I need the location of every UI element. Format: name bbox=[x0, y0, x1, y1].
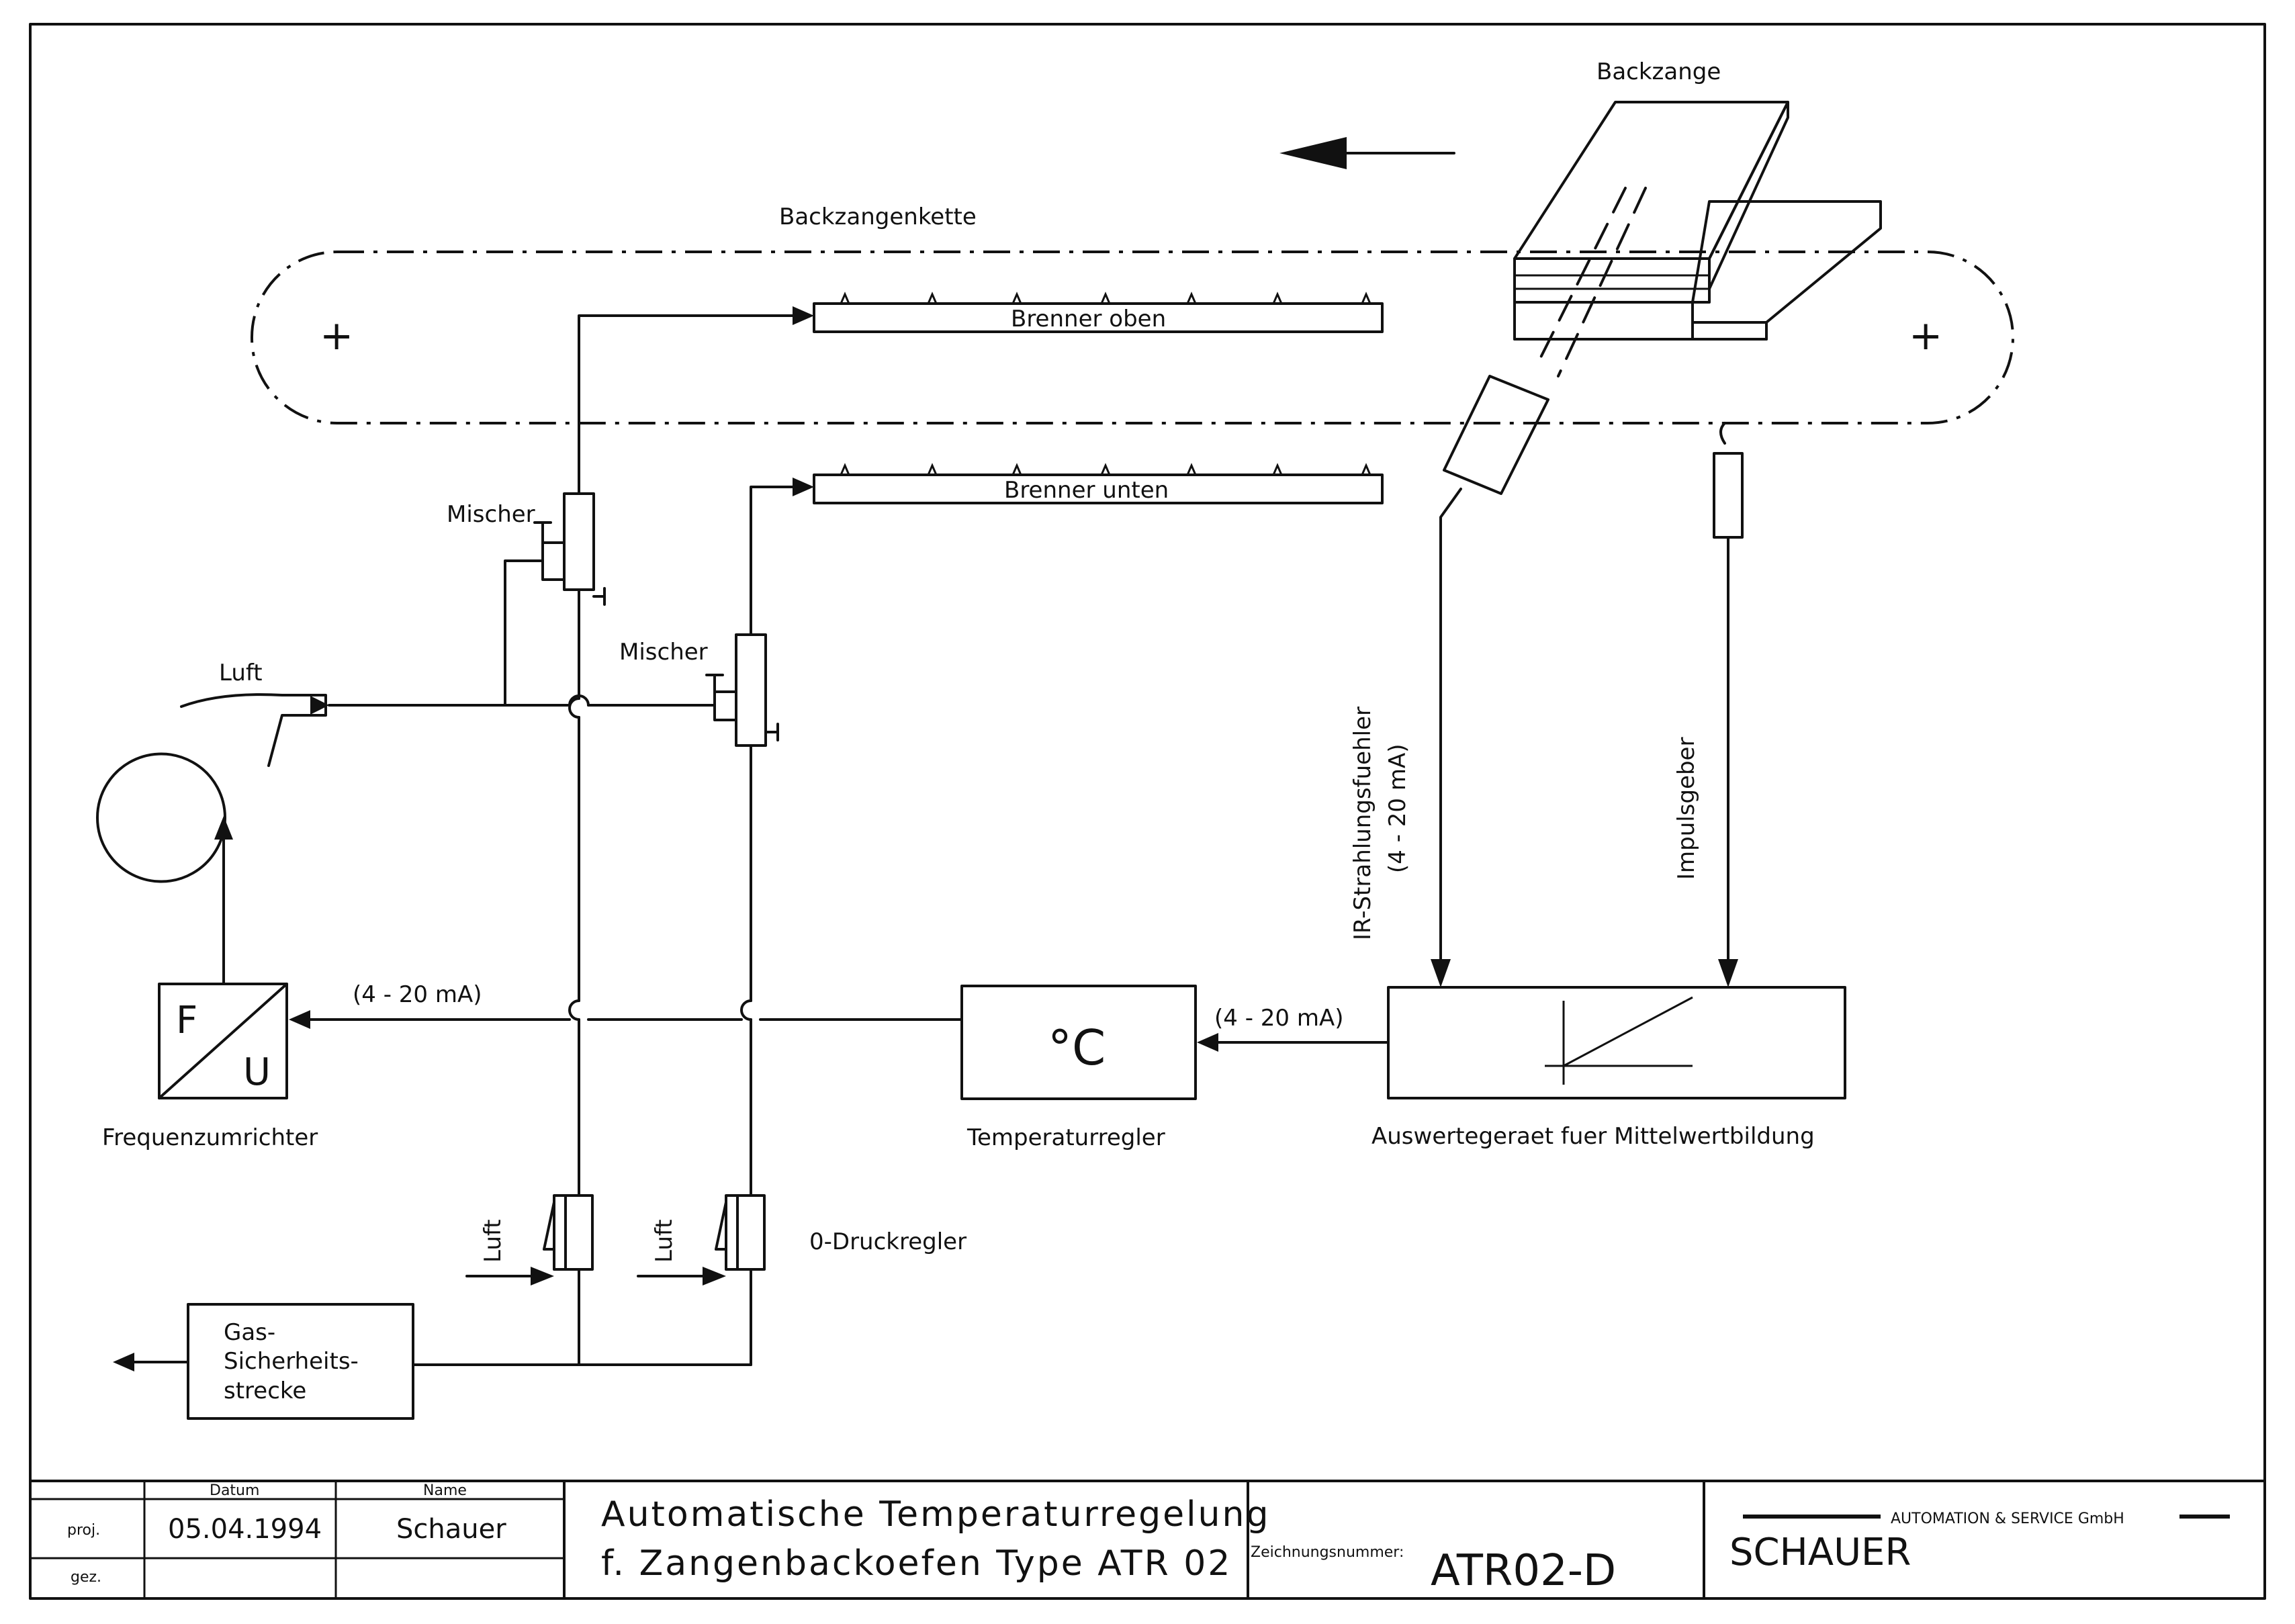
title-block bbox=[29, 1480, 2266, 1600]
ir-sensor-range: (4 - 20 mA) bbox=[1384, 744, 1411, 874]
fu-u-label: U bbox=[243, 1050, 271, 1094]
gas-label-3: strecke bbox=[224, 1378, 306, 1404]
brenner-oben-label: Brenner oben bbox=[1011, 306, 1166, 332]
gas-label-2: Sicherheits- bbox=[224, 1348, 359, 1375]
gas-line-unten bbox=[740, 478, 814, 1366]
brenner-oben bbox=[813, 291, 1384, 333]
backzangenkette-loop bbox=[251, 251, 2014, 424]
mischer-1 bbox=[504, 492, 606, 705]
druckregler-2 bbox=[637, 1194, 766, 1285]
left-sprocket-plus: + bbox=[320, 312, 353, 359]
signal-fu-label: (4 - 20 mA) bbox=[353, 981, 482, 1008]
company-logo: SCHAUER AUTOMATION & SERVICE GmbH bbox=[1729, 1510, 2230, 1574]
drawing-frame bbox=[29, 23, 2266, 1600]
title-line-1: Automatische Temperaturregelung bbox=[601, 1494, 1270, 1535]
auswertegeraet-label: Auswertegeraet fuer Mittelwertbildung bbox=[1371, 1123, 1815, 1150]
company-name: SCHAUER bbox=[1729, 1531, 1911, 1574]
druckregler-2-luft-label: Luft bbox=[651, 1219, 678, 1263]
signal-treg-label: (4 - 20 mA) bbox=[1214, 1005, 1344, 1032]
gas-label-1: Gas- bbox=[224, 1319, 275, 1346]
title-row-proj: proj. bbox=[67, 1522, 100, 1539]
title-line-2: f. Zangenbackoefen Type ATR 02 bbox=[601, 1543, 1232, 1584]
direction-arrow bbox=[1279, 137, 1455, 169]
temperaturregler-box bbox=[960, 985, 1197, 1100]
temperature-symbol: °C bbox=[1048, 1020, 1106, 1076]
proj-datum: 05.04.1994 bbox=[168, 1514, 322, 1545]
title-col-datum: Datum bbox=[210, 1482, 259, 1499]
backzange-drawing bbox=[1513, 101, 1882, 377]
backzangenkette-label: Backzangenkette bbox=[779, 204, 977, 230]
druckregler-label: 0-Druckregler bbox=[809, 1228, 966, 1255]
auswertegeraet-box bbox=[1387, 986, 1846, 1099]
druckregler-1 bbox=[465, 1194, 594, 1285]
ir-sensor-label: IR-Strahlungsfuehler bbox=[1349, 707, 1376, 940]
signal-treg-fu bbox=[289, 1010, 962, 1029]
fu-f-label: F bbox=[176, 999, 197, 1042]
proj-name: Schauer bbox=[396, 1514, 506, 1545]
backzange-label: Backzange bbox=[1596, 58, 1721, 85]
mischer-1-label: Mischer bbox=[447, 501, 535, 528]
mischer-2-label: Mischer bbox=[619, 639, 708, 666]
title-col-name: Name bbox=[423, 1482, 467, 1499]
brenner-unten-label: Brenner unten bbox=[1004, 477, 1169, 504]
drawing-number-label: Zeichnungsnummer: bbox=[1251, 1544, 1404, 1561]
title-row-gez: gez. bbox=[71, 1569, 101, 1586]
fu-to-blower bbox=[214, 816, 233, 984]
impulsgeber-label: Impulsgeber bbox=[1673, 737, 1700, 880]
gas-sicherheitsstrecke bbox=[113, 1303, 752, 1420]
temperaturregler-label: Temperaturregler bbox=[966, 1124, 1165, 1151]
luft-blower bbox=[96, 693, 716, 883]
frequenzumrichter-label: Frequenzumrichter bbox=[102, 1124, 318, 1151]
frequenzumrichter-box bbox=[158, 983, 288, 1099]
druckregler-1-luft-label: Luft bbox=[480, 1219, 506, 1263]
gas-line-oben bbox=[568, 306, 814, 1366]
ir-sensor-body bbox=[1431, 375, 1549, 987]
impulsgeber-body bbox=[1713, 422, 1744, 987]
mischer-2 bbox=[705, 633, 779, 747]
brenner-unten bbox=[813, 463, 1384, 504]
drawing-number: ATR02-D bbox=[1431, 1546, 1616, 1596]
luft-fan-label: Luft bbox=[219, 660, 263, 686]
signal-auswert-treg bbox=[1197, 1033, 1388, 1052]
company-sub: AUTOMATION & SERVICE GmbH bbox=[1891, 1510, 2124, 1527]
right-sprocket-plus: + bbox=[1909, 312, 1942, 359]
